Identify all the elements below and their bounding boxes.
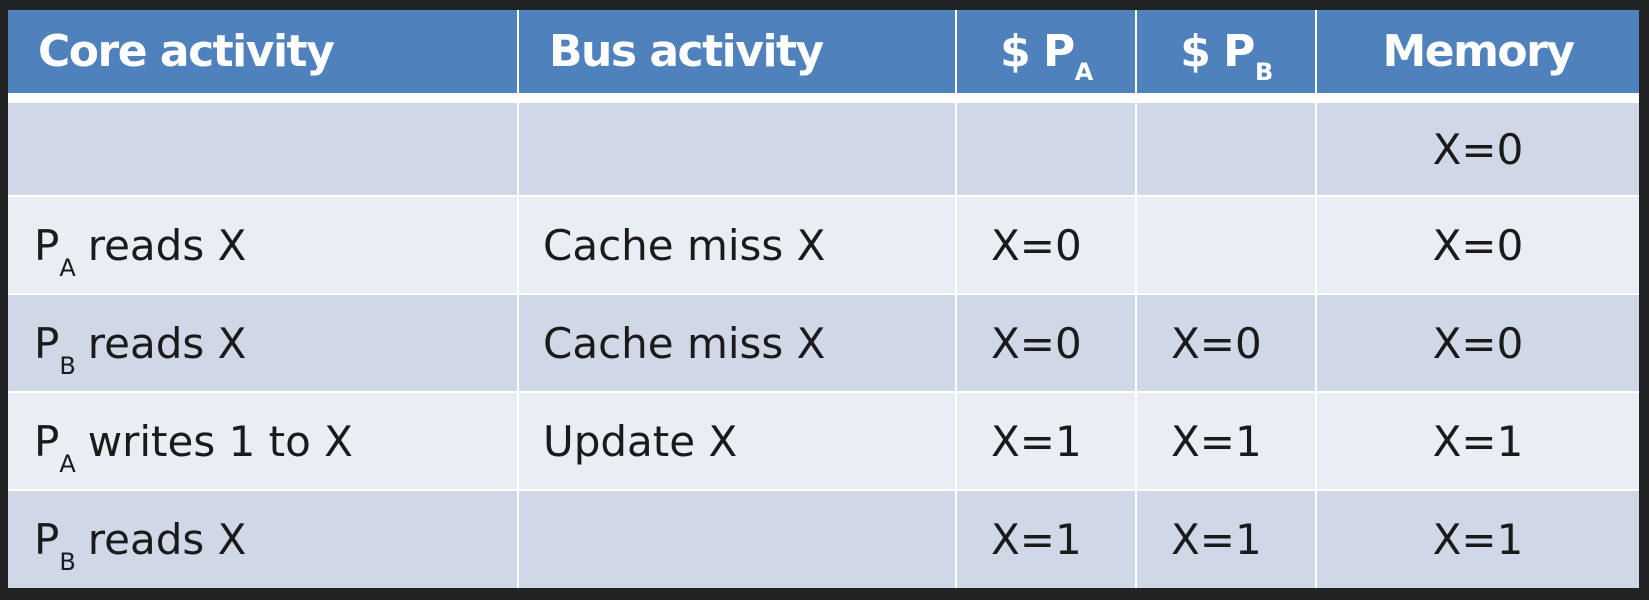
- header-row: Core activity Bus activity $ PA $ PB Mem…: [8, 10, 1639, 103]
- core-processor-subscript: A: [59, 253, 76, 282]
- bus-activity-cell: Cache miss X: [517, 195, 956, 294]
- header-cache-pb-subscript: B: [1254, 58, 1273, 86]
- header-bus-activity: Bus activity: [517, 10, 956, 103]
- bus-activity-cell: Cache miss X: [517, 293, 956, 392]
- header-cache-pa: $ PA: [955, 10, 1136, 103]
- header-cache-pb: $ PB: [1135, 10, 1316, 103]
- cache-pa-cell: X=1: [955, 391, 1136, 490]
- cache-pa-cell: X=0: [955, 293, 1136, 392]
- core-processor-subscript: B: [59, 351, 76, 380]
- cache-pb-cell: X=1: [1135, 391, 1316, 490]
- memory-cell: X=0: [1315, 195, 1639, 294]
- table-header: Core activity Bus activity $ PA $ PB Mem…: [8, 10, 1639, 103]
- core-action: reads X: [87, 515, 247, 564]
- memory-cell: X=0: [1315, 293, 1639, 392]
- cache-pa-cell: [955, 97, 1136, 196]
- header-cache-pa-prefix: $ P: [1000, 26, 1075, 77]
- bus-activity-cell: [517, 97, 956, 196]
- core-action: writes 1 to X: [87, 416, 353, 466]
- cache-pb-cell: [1135, 97, 1316, 196]
- cache-pa-cell: X=1: [955, 489, 1136, 588]
- cache-coherence-table: Core activity Bus activity $ PA $ PB Mem…: [8, 10, 1639, 588]
- core-action: reads X: [87, 220, 247, 270]
- cache-pb-cell: X=0: [1135, 293, 1316, 392]
- header-cache-pb-prefix: $ P: [1180, 26, 1255, 77]
- core-processor-subscript: A: [59, 449, 76, 478]
- core-processor: P: [34, 416, 60, 466]
- memory-cell: X=1: [1315, 489, 1639, 588]
- cache-pb-cell: [1135, 195, 1316, 294]
- core-activity-cell: [8, 97, 518, 196]
- memory-cell: X=0: [1315, 97, 1639, 196]
- memory-cell: X=1: [1315, 391, 1639, 490]
- bus-activity-cell: [517, 489, 956, 588]
- header-core-activity: Core activity: [8, 10, 518, 103]
- cache-pa-cell: X=0: [955, 195, 1136, 294]
- bus-activity-cell: Update X: [517, 391, 956, 490]
- core-processor: P: [34, 515, 60, 564]
- header-cache-pa-subscript: A: [1074, 58, 1094, 86]
- core-action: reads X: [87, 318, 247, 368]
- core-processor: P: [34, 318, 60, 368]
- core-processor: P: [34, 220, 60, 270]
- cache-pb-cell: X=1: [1135, 489, 1316, 588]
- core-processor-subscript: B: [59, 548, 76, 576]
- header-memory: Memory: [1315, 10, 1639, 103]
- table-row: X=0: [8, 97, 1639, 196]
